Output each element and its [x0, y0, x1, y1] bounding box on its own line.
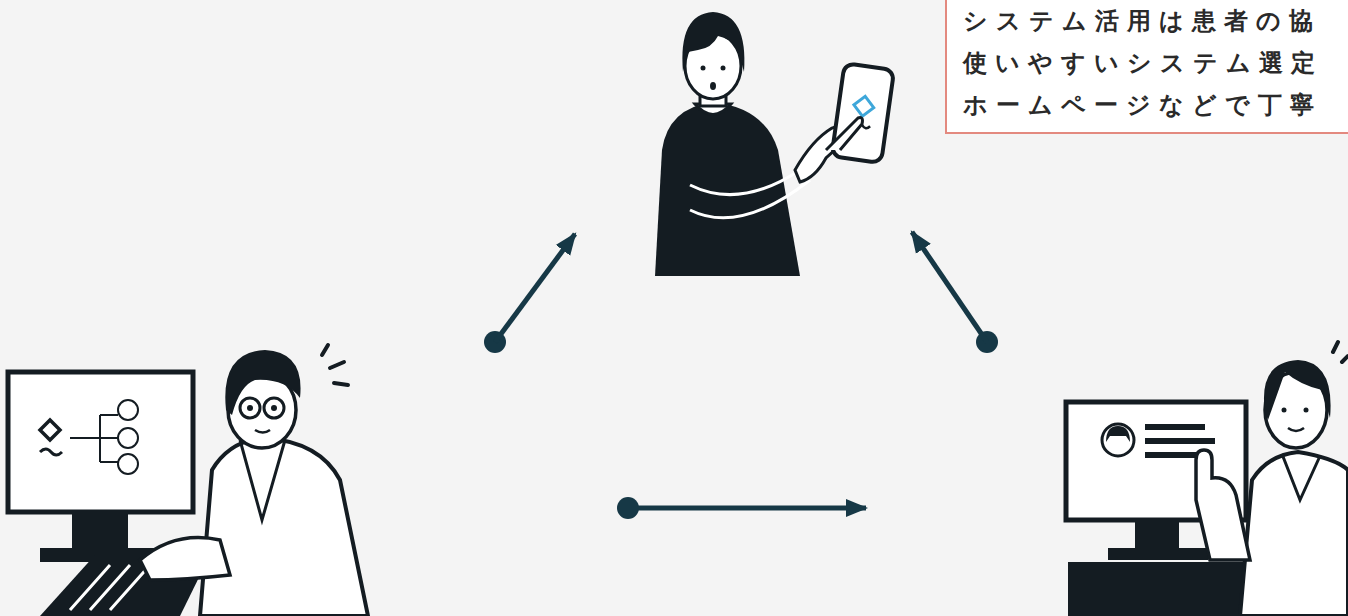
callout-text: ホームページなどで丁寧 — [963, 84, 1332, 126]
doctor-figure — [8, 345, 368, 616]
arrow-line — [628, 506, 866, 511]
staff-figure — [1066, 342, 1348, 616]
patient-figure — [655, 12, 894, 276]
arrow-line — [912, 232, 987, 342]
callout-box: システム活用は患者の協使いやすいシステム選定ホームページなどで丁寧 — [945, 0, 1348, 134]
callout-text: 使いやすいシステム選定 — [963, 42, 1332, 84]
arrow-line — [495, 234, 575, 342]
callout-text: システム活用は患者の協 — [963, 0, 1332, 42]
